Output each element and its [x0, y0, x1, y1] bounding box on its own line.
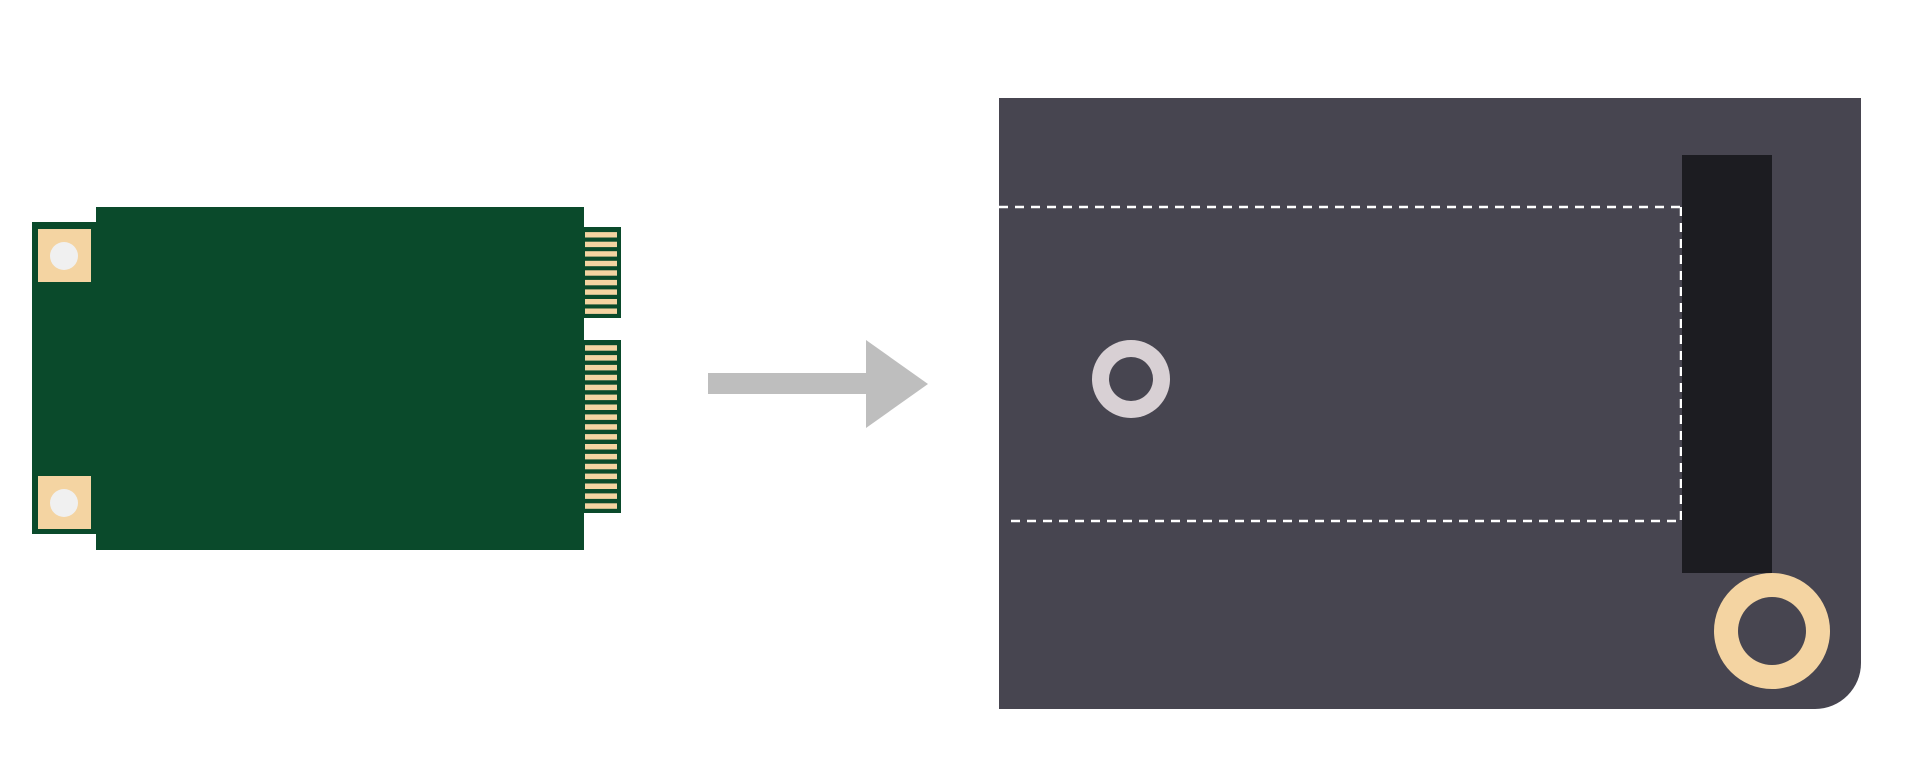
- connector-pin: [585, 473, 617, 480]
- connector-pin: [585, 463, 617, 470]
- connector-pin: [585, 444, 617, 450]
- connector-pin: [585, 345, 617, 351]
- card-placement-guide: [999, 205, 1683, 523]
- connector-pin: [585, 251, 617, 257]
- connector-pin: [585, 232, 617, 238]
- card-pins-top: [585, 232, 617, 314]
- connector-pin: [585, 493, 617, 499]
- connector-pin: [585, 364, 617, 371]
- connector-pin: [585, 453, 617, 460]
- connector-pin: [585, 384, 617, 391]
- connector-pin: [585, 308, 617, 314]
- connector-pin: [585, 299, 617, 305]
- connector-pin: [585, 374, 617, 381]
- connector-pin: [585, 394, 617, 401]
- motherboard: [999, 98, 1861, 709]
- card-pcb: [32, 207, 584, 550]
- connector-pin: [585, 434, 617, 440]
- connector-pin: [585, 483, 617, 489]
- card-pins-bottom: [585, 345, 617, 509]
- connector-pin: [585, 424, 617, 430]
- standoff-icon: [1092, 340, 1170, 418]
- mini-pcie-slot-icon: [999, 98, 1861, 709]
- right-arrow-icon: [708, 340, 928, 428]
- mini-pcie-card-icon: [32, 207, 621, 550]
- connector-pin: [585, 260, 617, 267]
- slot-connector: [1682, 155, 1772, 573]
- connector-pin: [585, 289, 617, 295]
- card-mount-pad-top: [38, 229, 91, 282]
- card-mount-pad-bottom: [38, 476, 91, 529]
- connector-pin: [585, 414, 617, 420]
- connector-pin: [585, 355, 617, 361]
- connector-pin: [585, 270, 617, 276]
- connector-pin: [585, 241, 617, 248]
- connector-pin: [585, 279, 617, 286]
- connector-pin: [585, 404, 617, 410]
- connector-pin: [585, 503, 617, 509]
- screw-ring-icon: [1714, 573, 1830, 689]
